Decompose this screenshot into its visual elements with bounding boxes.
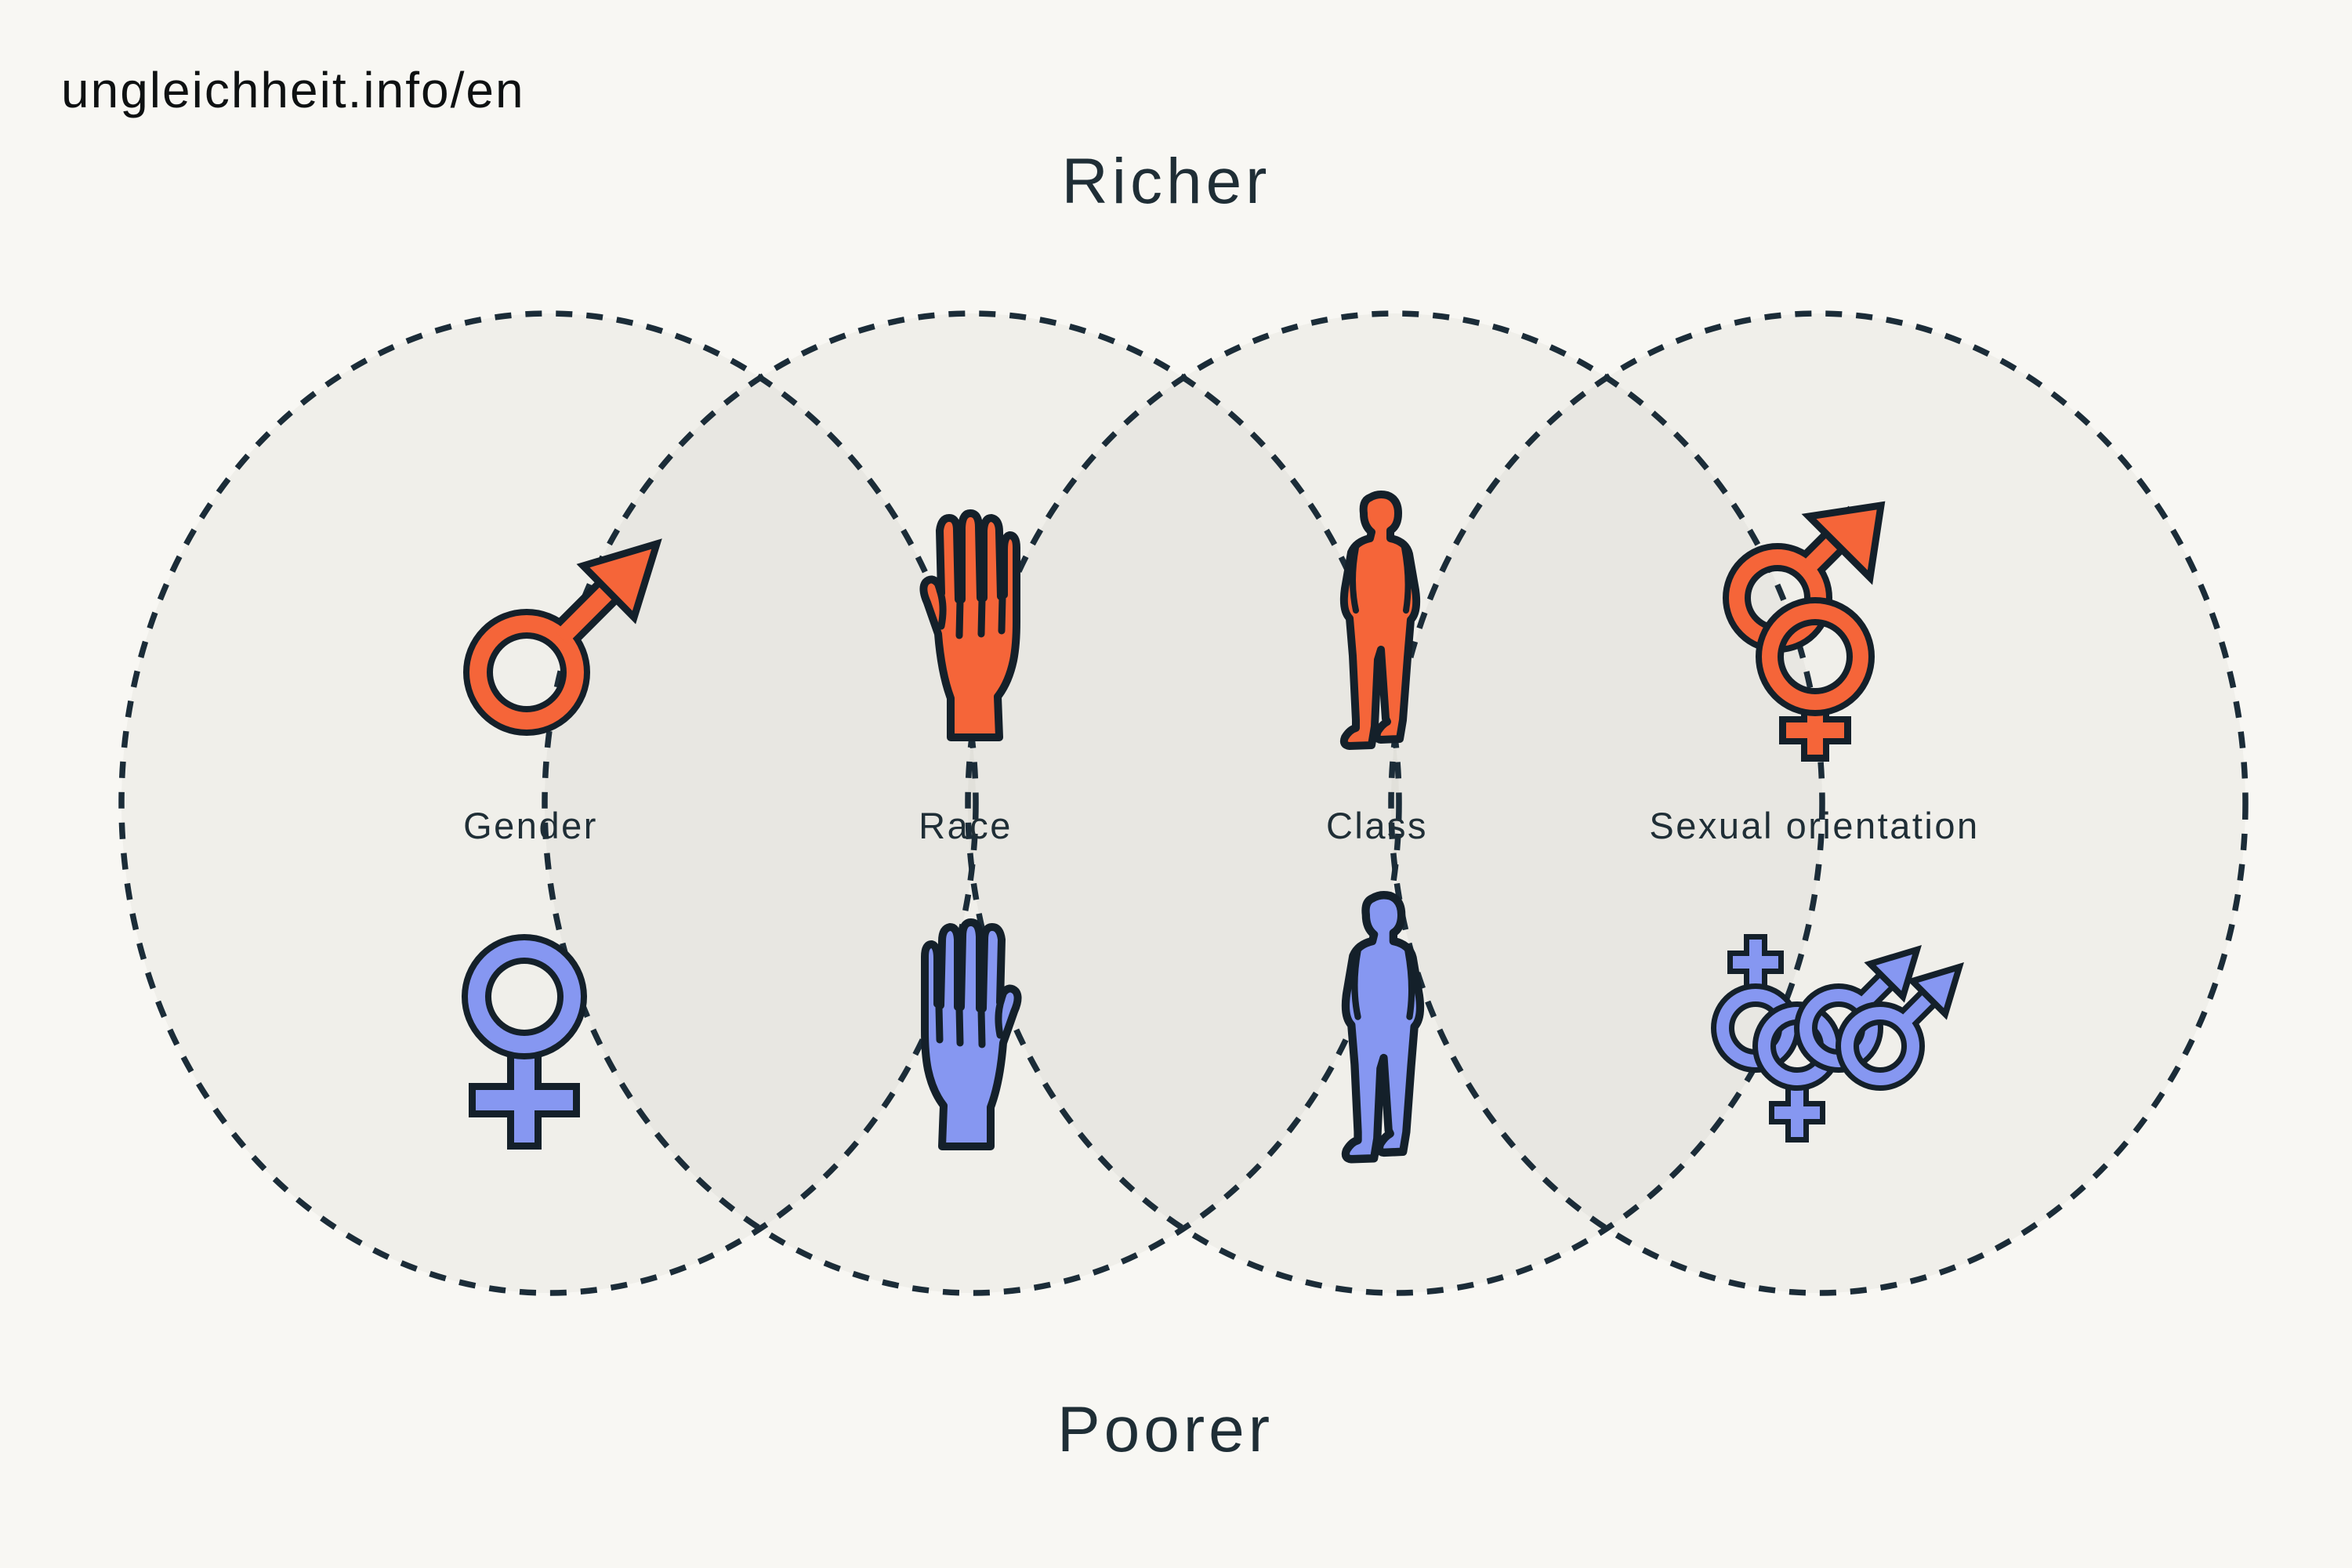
- circle-gender-outline: [118, 310, 979, 1296]
- male-symbol-icon: [463, 538, 662, 736]
- category-label-gender: Gender: [463, 805, 598, 846]
- category-label-class: Class: [1325, 805, 1429, 846]
- richer-label: Richer: [1061, 146, 1271, 217]
- circle-gender-fill: [121, 313, 976, 1293]
- female-symbol-icon: [462, 934, 587, 1150]
- category-label-race: Race: [919, 805, 1013, 846]
- circle-outlines: [118, 310, 2249, 1296]
- standing-person-poorer-icon: [1341, 890, 1425, 1164]
- circle-race-fill: [545, 313, 1399, 1293]
- circle-class-outline: [965, 310, 1825, 1296]
- circle-race-outline: [542, 310, 1402, 1296]
- interlocked-male-female-icon: [1723, 501, 1886, 762]
- standing-person-richer-icon: [1339, 491, 1421, 750]
- raised-hand-poorer-icon: [921, 918, 1022, 1150]
- circle-class-fill: [968, 313, 1822, 1293]
- raised-hand-richer-icon: [919, 509, 1020, 741]
- category-label-sexual-orientation: Sexual orientation: [1649, 805, 1980, 846]
- interlocked-female-female-male-male-icon: [1711, 934, 1964, 1143]
- source-url[interactable]: ungleichheit.info/en: [61, 62, 525, 118]
- circle-fills: [121, 313, 2245, 1293]
- circle-sexual-orientation-fill: [1391, 313, 2245, 1293]
- poorer-label: Poorer: [1056, 1394, 1274, 1465]
- circle-sexual-orientation-outline: [1388, 310, 2249, 1296]
